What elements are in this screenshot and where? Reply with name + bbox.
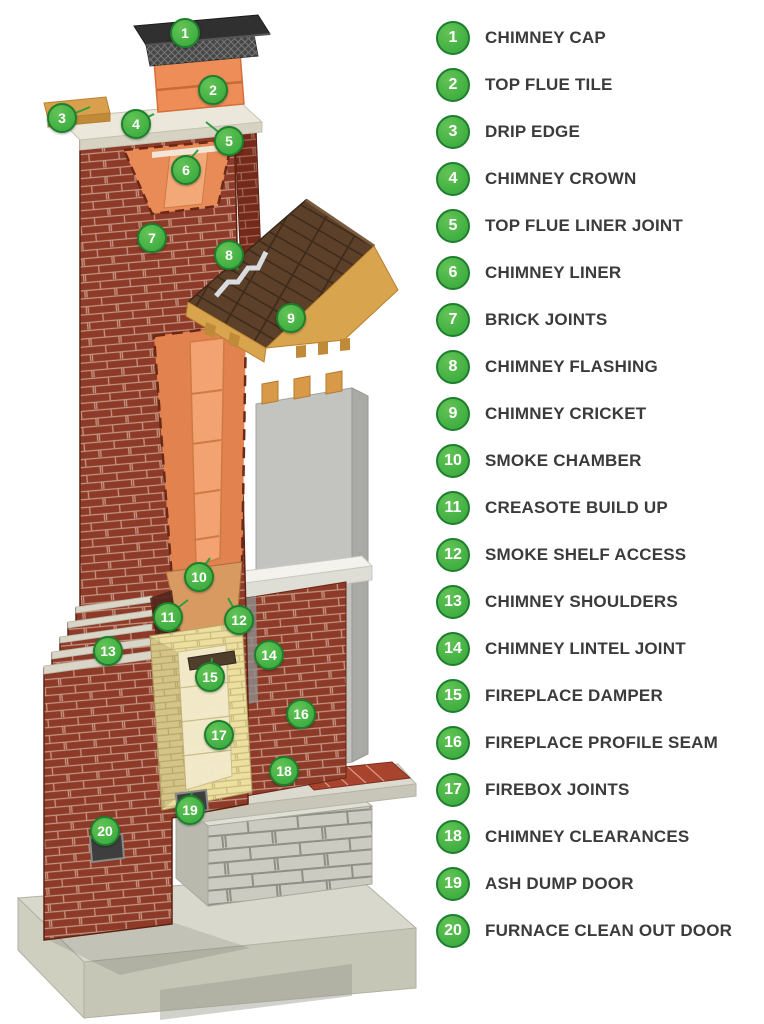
legend-number-badge: 5 — [436, 209, 470, 243]
rafter-tails — [204, 322, 350, 358]
legend-item-label: CHIMNEY SHOULDERS — [485, 592, 678, 611]
diagram-marker-2: 2 — [198, 75, 228, 105]
legend-item-label: SMOKE SHELF ACCESS — [485, 545, 687, 564]
flue-liner-joint — [152, 144, 230, 158]
diagram-marker-15: 15 — [195, 662, 225, 692]
legend-item-1: 1 CHIMNEY CAP — [436, 21, 732, 55]
legend-number-badge: 20 — [436, 914, 470, 948]
diagram-marker-18: 18 — [269, 756, 299, 786]
legend-item-15: 15 FIREPLACE DAMPER — [436, 679, 732, 713]
legend-number-badge: 6 — [436, 256, 470, 290]
legend-number-badge: 13 — [436, 585, 470, 619]
legend-item-label: TOP FLUE TILE — [485, 75, 613, 94]
legend-item-11: 11 CREASOTE BUILD UP — [436, 491, 732, 525]
legend-item-label: FIREBOX JOINTS — [485, 780, 630, 799]
legend-item-label: DRIP EDGE — [485, 122, 581, 141]
legend-item-label: CHIMNEY CLEARANCES — [485, 827, 690, 846]
legend-item-4: 4 CHIMNEY CROWN — [436, 162, 732, 196]
legend-number-badge: 8 — [436, 350, 470, 384]
wall-stud — [325, 370, 343, 395]
diagram-marker-13: 13 — [93, 636, 123, 666]
legend-item-19: 19 ASH DUMP DOOR — [436, 867, 732, 901]
legend-item-14: 14 CHIMNEY LINTEL JOINT — [436, 632, 732, 666]
legend-item-17: 17 FIREBOX JOINTS — [436, 773, 732, 807]
diagram-marker-16: 16 — [286, 699, 316, 729]
legend-item-label: CHIMNEY CROWN — [485, 169, 637, 188]
legend-item-10: 10 SMOKE CHAMBER — [436, 444, 732, 478]
wall-stud — [261, 380, 279, 405]
legend-number-badge: 10 — [436, 444, 470, 478]
legend-item-13: 13 CHIMNEY SHOULDERS — [436, 585, 732, 619]
diagram-marker-19: 19 — [175, 795, 205, 825]
diagram-marker-11: 11 — [153, 602, 183, 632]
legend-number-badge: 9 — [436, 397, 470, 431]
diagram-marker-10: 10 — [184, 562, 214, 592]
legend-item-label: FIREPLACE PROFILE SEAM — [485, 733, 718, 752]
legend-item-6: 6 CHIMNEY LINER — [436, 256, 732, 290]
legend-item-5: 5 TOP FLUE LINER JOINT — [436, 209, 732, 243]
legend-number-badge: 17 — [436, 773, 470, 807]
legend-item-label: CHIMNEY LINER — [485, 263, 622, 282]
flashing — [214, 250, 269, 298]
legend-item-8: 8 CHIMNEY FLASHING — [436, 350, 732, 384]
legend-item-3: 3 DRIP EDGE — [436, 115, 732, 149]
legend-item-label: FURNACE CLEAN OUT DOOR — [485, 921, 733, 940]
diagram-marker-1: 1 — [170, 18, 200, 48]
chimney-crown — [56, 101, 264, 151]
wall-stud — [293, 375, 311, 400]
diagram-marker-5: 5 — [214, 126, 244, 156]
diagram-marker-9: 9 — [276, 303, 306, 333]
legend-number-badge: 14 — [436, 632, 470, 666]
legend-item-label: BRICK JOINTS — [485, 310, 608, 329]
legend-item-label: CHIMNEY FLASHING — [485, 357, 658, 376]
diagram-marker-6: 6 — [171, 155, 201, 185]
legend-number-badge: 15 — [436, 679, 470, 713]
legend-number-badge: 18 — [436, 820, 470, 854]
legend-number-badge: 7 — [436, 303, 470, 337]
diagram-marker-8: 8 — [214, 240, 244, 270]
legend-number-badge: 19 — [436, 867, 470, 901]
legend-item-label: FIREPLACE DAMPER — [485, 686, 663, 705]
legend-number-badge: 16 — [436, 726, 470, 760]
legend-item-label: CHIMNEY CAP — [485, 28, 606, 47]
legend-number-badge: 4 — [436, 162, 470, 196]
legend-item-7: 7 BRICK JOINTS — [436, 303, 732, 337]
legend-item-label: CREASOTE BUILD UP — [485, 498, 668, 517]
diagram-marker-17: 17 — [204, 720, 234, 750]
roof-eave — [185, 301, 267, 363]
legend-number-badge: 1 — [436, 21, 470, 55]
legend-item-20: 20 FURNACE CLEAN OUT DOOR — [436, 914, 732, 948]
legend-item-18: 18 CHIMNEY CLEARANCES — [436, 820, 732, 854]
legend-item-16: 16 FIREPLACE PROFILE SEAM — [436, 726, 732, 760]
legend-number-badge: 2 — [436, 68, 470, 102]
legend-item-label: SMOKE CHAMBER — [485, 451, 642, 470]
legend-item-label: ASH DUMP DOOR — [485, 874, 634, 893]
legend-item-label: TOP FLUE LINER JOINT — [485, 216, 683, 235]
diagram-marker-20: 20 — [90, 816, 120, 846]
diagram-marker-4: 4 — [121, 109, 151, 139]
diagram-marker-7: 7 — [137, 223, 167, 253]
chimney-cap — [133, 14, 271, 67]
legend-number-badge: 12 — [436, 538, 470, 572]
diagram-marker-3: 3 — [47, 103, 77, 133]
legend-item-2: 2 TOP FLUE TILE — [436, 68, 732, 102]
legend-item-label: CHIMNEY CRICKET — [485, 404, 647, 423]
diagram-marker-14: 14 — [254, 640, 284, 670]
legend-item-12: 12 SMOKE SHELF ACCESS — [436, 538, 732, 572]
legend-item-label: CHIMNEY LINTEL JOINT — [485, 639, 686, 658]
legend-number-badge: 3 — [436, 115, 470, 149]
legend-number-badge: 11 — [436, 491, 470, 525]
diagram-marker-12: 12 — [224, 605, 254, 635]
legend-item-9: 9 CHIMNEY CRICKET — [436, 397, 732, 431]
